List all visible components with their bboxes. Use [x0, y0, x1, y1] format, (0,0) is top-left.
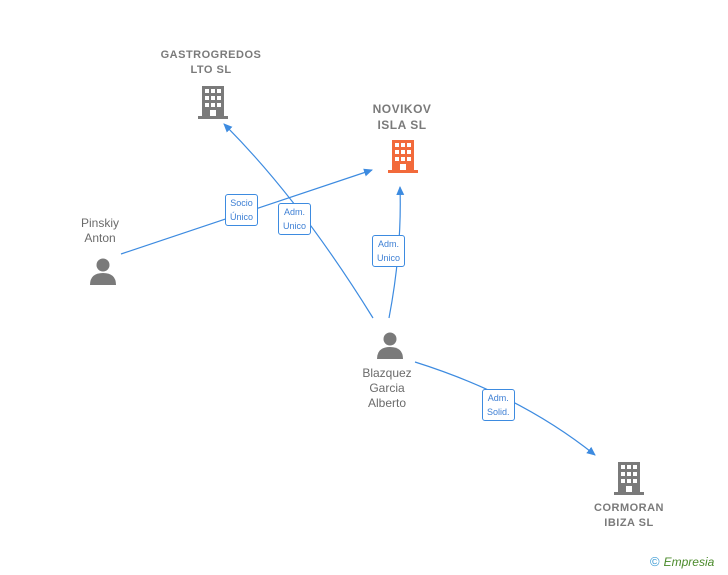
brand-name: Empresia: [663, 555, 715, 569]
company-node-novikov[interactable]: NOVIKOV ISLA SL: [350, 101, 454, 133]
building-icon[interactable]: [613, 460, 645, 496]
company-label: CORMORAN IBIZA SL: [594, 502, 664, 529]
company-node-cormoran[interactable]: CORMORAN IBIZA SL: [578, 501, 680, 531]
building-icon[interactable]: [197, 84, 229, 120]
relation-label-adm-unico[interactable]: Adm. Unico: [278, 203, 312, 235]
relation-label-adm-unico[interactable]: Adm. Unico: [372, 235, 406, 267]
person-node-pinskiy[interactable]: Pinskiy Anton: [60, 216, 140, 246]
person-icon[interactable]: [88, 256, 118, 286]
company-label: GASTROGREDOS LTO SL: [160, 49, 262, 76]
company-node-gastrogredos[interactable]: GASTROGREDOS LTO SL: [151, 48, 271, 78]
person-label: Pinskiy Anton: [80, 216, 119, 245]
relation-label-adm-solid[interactable]: Adm. Solid.: [482, 389, 515, 421]
copyright-symbol: ©: [650, 554, 660, 569]
building-icon[interactable]: [387, 138, 419, 174]
company-label: NOVIKOV ISLA SL: [372, 102, 432, 132]
person-label: Blazquez Garcia Alberto: [362, 366, 412, 410]
person-icon[interactable]: [375, 330, 405, 360]
relation-label-socio-unico[interactable]: Socio Único: [225, 194, 259, 226]
person-node-blazquez[interactable]: Blazquez Garcia Alberto: [342, 366, 432, 411]
footer-brand: ©Empresia: [650, 554, 714, 569]
